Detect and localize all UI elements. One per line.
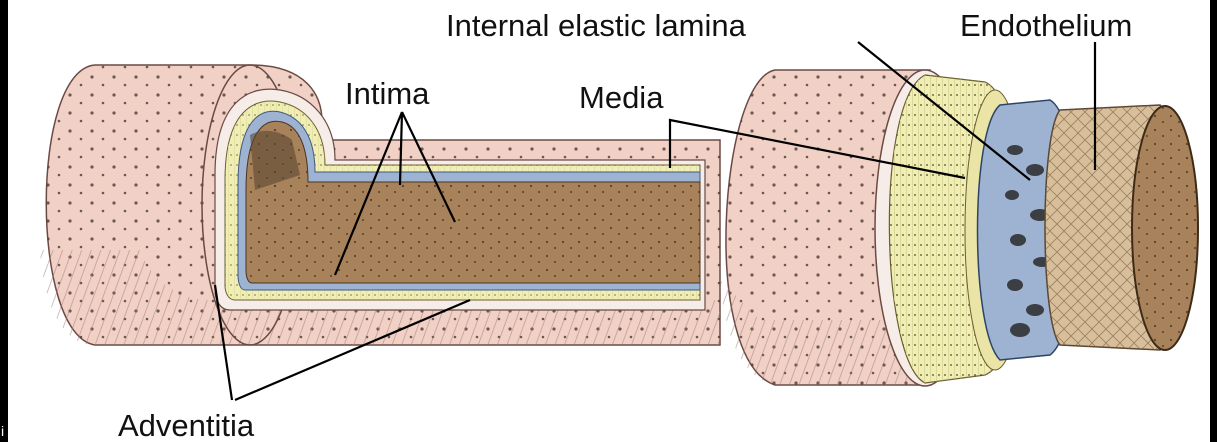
label-adventitia: Adventitia xyxy=(118,408,255,442)
label-endothelium: Endothelium xyxy=(960,8,1132,43)
label-internal-elastic-lamina: Internal elastic lamina xyxy=(446,8,747,43)
edge-fragment-text: i xyxy=(1,423,4,439)
label-intima: Intima xyxy=(345,76,430,111)
right-endothelium xyxy=(1045,105,1198,350)
label-media: Media xyxy=(579,80,664,115)
